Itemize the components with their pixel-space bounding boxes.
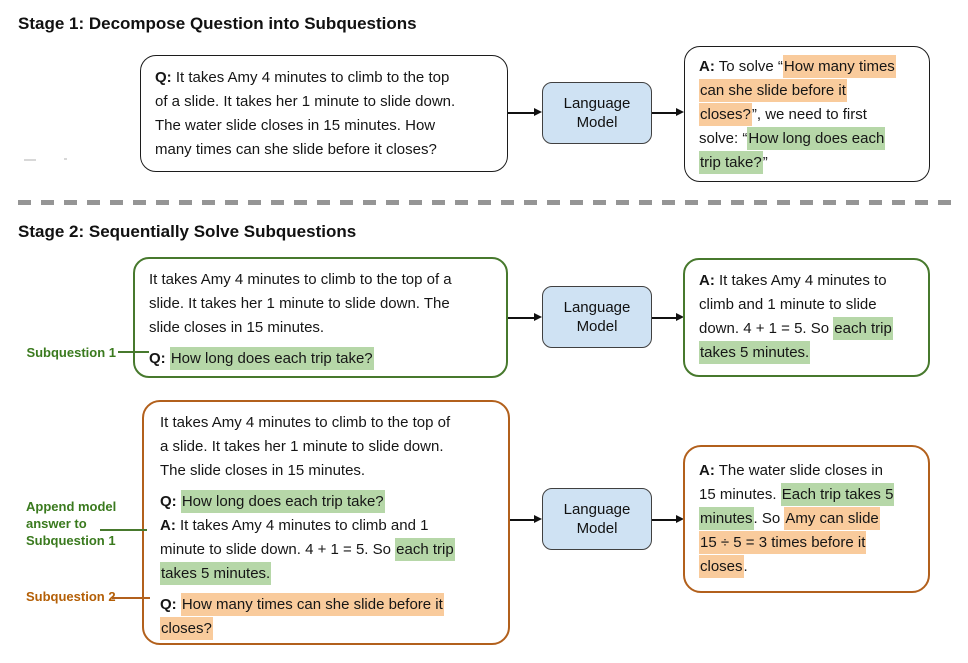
scan-artifact bbox=[24, 159, 36, 161]
arrow-head-icon bbox=[534, 313, 542, 321]
label-subquestion-2: Subquestion 2 bbox=[26, 589, 116, 604]
arrow-line bbox=[652, 112, 676, 114]
language-model-box-2: Language Model bbox=[542, 286, 652, 348]
arrow-head-icon bbox=[676, 108, 684, 116]
stage-divider bbox=[18, 200, 956, 205]
subquestion2-prompt-box: It takes Amy 4 minutes to climb to the t… bbox=[142, 400, 510, 645]
arrow-line bbox=[652, 317, 676, 319]
arrow-head-icon bbox=[534, 515, 542, 523]
subquestion1-prompt-box: It takes Amy 4 minutes to climb to the t… bbox=[133, 257, 508, 378]
arrow-head-icon bbox=[534, 108, 542, 116]
arrow-line bbox=[508, 317, 534, 319]
connector-append-answer bbox=[100, 529, 147, 531]
language-model-box-1: Language Model bbox=[542, 82, 652, 144]
language-model-box-3: Language Model bbox=[542, 488, 652, 550]
arrow-head-icon bbox=[676, 515, 684, 523]
stage1-question-box: Q: It takes Amy 4 minutes to climb to th… bbox=[140, 55, 508, 172]
connector-subquestion-2 bbox=[112, 597, 150, 599]
scan-artifact bbox=[64, 158, 67, 160]
arrow-line bbox=[652, 519, 676, 521]
arrow-line bbox=[508, 112, 534, 114]
label-subquestion-1: Subquestion 1 bbox=[26, 345, 116, 360]
connector-subquestion-1 bbox=[118, 351, 149, 353]
arrow-line bbox=[510, 519, 534, 521]
stage1-title: Stage 1: Decompose Question into Subques… bbox=[18, 14, 417, 33]
label-append-answer: Append model answer to Subquestion 1 bbox=[26, 499, 117, 548]
stage2-title: Stage 2: Sequentially Solve Subquestions bbox=[18, 222, 357, 241]
arrow-head-icon bbox=[676, 313, 684, 321]
